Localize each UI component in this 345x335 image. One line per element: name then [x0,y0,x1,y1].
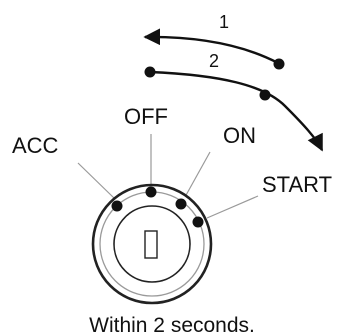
position-dot-on [175,198,187,210]
position-dots [111,186,204,228]
position-dot-off [145,186,157,198]
guide-lines [77,134,259,219]
key-slot [144,230,158,259]
arrow-1-start-dot [273,58,285,70]
position-label-on: ON [223,123,256,148]
caption: Within 2 seconds. [89,314,255,335]
arrow-1-label: 1 [219,12,229,32]
arrow-step-2: 2 [144,51,324,152]
guide-line-acc [77,162,116,200]
position-dot-start [192,216,204,228]
arrow-2-label: 2 [209,51,219,71]
arrow-2-start-dot [144,66,156,78]
position-label-start: START [262,172,332,197]
guide-line-start [206,195,259,219]
guide-line-on [184,151,211,198]
arrow-step-1: 1 [143,12,285,70]
arrow-2-mid-dot [259,89,271,101]
position-label-acc: ACC [12,133,59,158]
position-dot-acc [111,200,123,212]
cylinder-inner-ring [113,205,191,283]
position-label-off: OFF [124,104,168,129]
key-cylinder [91,183,213,305]
arrow-1-curve [143,28,279,65]
arrow-2-curve [149,70,324,152]
